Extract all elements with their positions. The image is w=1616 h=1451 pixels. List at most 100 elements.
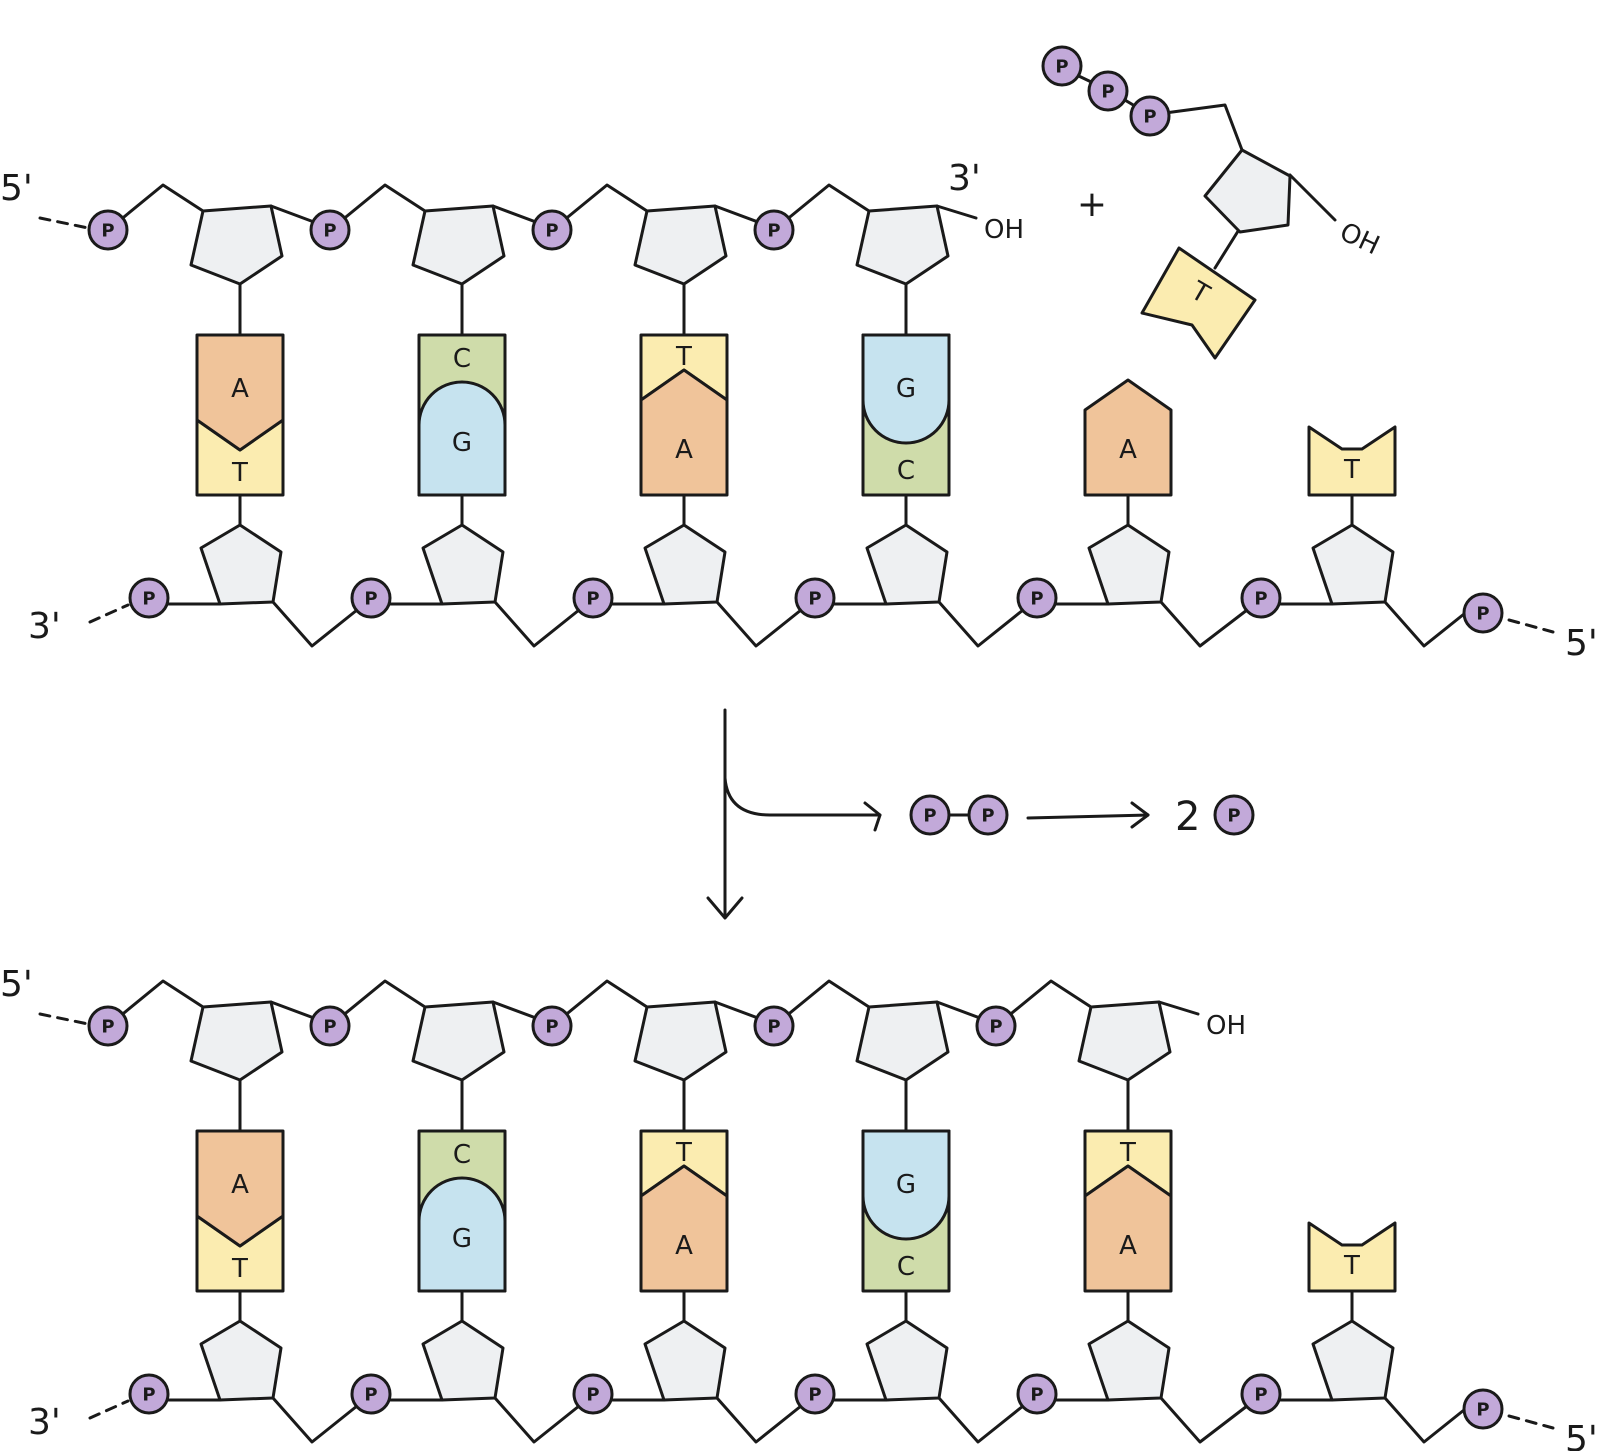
- base-letter-t: T: [675, 342, 692, 372]
- phosphate: [572, 1373, 614, 1415]
- phosphate: [309, 1005, 351, 1047]
- base-letter-c: C: [897, 1252, 915, 1282]
- triphosphate-phosphate: [1129, 95, 1171, 137]
- phosphodiester-link: [1383, 1396, 1471, 1444]
- thymine-base-unpaired: [1307, 425, 1397, 497]
- base-letter-a: A: [675, 1231, 693, 1261]
- deoxyribose-sugar: [865, 523, 949, 606]
- phosphate-label: P: [808, 589, 821, 610]
- byproduct-arrow: [723, 776, 882, 817]
- phosphate: [128, 577, 170, 619]
- deoxyribose-sugar: [189, 204, 284, 286]
- deoxyribose-sugar: [411, 204, 506, 286]
- base-letter-t: T: [1119, 1138, 1136, 1168]
- phosphate-label: P: [1476, 1400, 1489, 1421]
- phosphodiester-link: [1159, 1396, 1249, 1444]
- reaction-arrow-head: [706, 896, 744, 920]
- deoxyribose-sugar: [1087, 1319, 1171, 1402]
- phosphodiester-link: [772, 183, 871, 232]
- deoxyribose-sugar: [865, 1319, 949, 1402]
- free-phosphate: [1213, 794, 1255, 836]
- strand-end-dash: [88, 1399, 130, 1420]
- phosphate: [794, 1373, 836, 1415]
- phosphate-label: P: [323, 1017, 336, 1038]
- phosphodiester-link: [1383, 600, 1471, 648]
- glycosidic-bond: [1213, 226, 1242, 270]
- adenine-base: [195, 333, 285, 452]
- phosphate-label: P: [364, 589, 377, 610]
- base-letter-g: G: [452, 1224, 472, 1254]
- phosphate: [531, 1005, 573, 1047]
- strand-end-dash: [38, 216, 90, 230]
- deoxyribose-sugar: [643, 1319, 727, 1402]
- guanine-base: [417, 380, 507, 497]
- deoxyribose-sugar: [1311, 523, 1395, 606]
- phosphodiester-link: [328, 183, 427, 232]
- phosphate-label: P: [923, 806, 936, 827]
- adenine-base: [639, 368, 729, 497]
- incoming-deoxyribose-sugar: [1203, 148, 1292, 234]
- deoxyribose-sugar: [199, 523, 283, 606]
- phosphate: [350, 577, 392, 619]
- three-prime-label: 3': [948, 158, 981, 199]
- pyrophosphate-phosphate: [967, 794, 1009, 836]
- phosphate: [1462, 1388, 1504, 1430]
- strand-end-dash: [88, 603, 130, 624]
- phosphate-label: P: [364, 1385, 377, 1406]
- phosphate-label: P: [1254, 1385, 1267, 1406]
- five-prime-label: 5': [1565, 1419, 1598, 1451]
- base-letter-t: T: [231, 1254, 248, 1284]
- base-letter-c: C: [453, 344, 471, 374]
- deoxyribose-sugar: [421, 1319, 505, 1402]
- phosphodiester-link: [493, 600, 581, 648]
- phosphate-label: P: [323, 221, 336, 242]
- phosphate-label: P: [1030, 589, 1043, 610]
- base-letter-g: G: [896, 374, 916, 404]
- phosphate-label: P: [1476, 604, 1489, 625]
- phosphate-label: P: [142, 1385, 155, 1406]
- base-letter-a: A: [1119, 1231, 1137, 1261]
- phosphate: [87, 209, 129, 251]
- phosphodiester-link: [715, 600, 803, 648]
- phosphodiester-link: [550, 979, 649, 1028]
- phosphate-label: P: [989, 1017, 1002, 1038]
- base-letter-t: T: [231, 458, 248, 488]
- adenine-base: [195, 1129, 285, 1248]
- deoxyribose-sugar: [855, 1000, 950, 1082]
- incoming-thymine-base: [1140, 246, 1257, 360]
- hydroxyl-bond: [1157, 1000, 1200, 1016]
- deoxyribose-sugar: [1087, 523, 1171, 606]
- deoxyribose-sugar: [633, 1000, 728, 1082]
- phosphate-label: P: [545, 221, 558, 242]
- phosphate-label: P: [767, 1017, 780, 1038]
- phosphodiester-link: [937, 600, 1025, 648]
- base-letter-t: T: [1343, 1251, 1360, 1281]
- phosphate: [1462, 592, 1504, 634]
- deoxyribose-sugar: [633, 204, 728, 286]
- phosphate: [572, 577, 614, 619]
- deoxyribose-sugar: [411, 1000, 506, 1082]
- deoxyribose-sugar: [643, 523, 727, 606]
- base-letter-a: A: [675, 435, 693, 465]
- phosphate: [128, 1373, 170, 1415]
- base-letter-g: G: [452, 428, 472, 458]
- triphosphate-phosphate: [1041, 45, 1083, 87]
- phosphate: [309, 209, 351, 251]
- phosphodiester-link: [106, 979, 205, 1028]
- hydroxyl-bond: [1288, 173, 1337, 222]
- phosphate: [753, 1005, 795, 1047]
- byproduct-arrow-head: [863, 801, 882, 832]
- base-letter-t: T: [1343, 455, 1360, 485]
- deoxyribose-sugar: [1311, 1319, 1395, 1402]
- phosphate: [87, 1005, 129, 1047]
- phosphate-label: P: [586, 589, 599, 610]
- five-prime-label: 5': [0, 964, 33, 1005]
- hydroxyl-label: OH: [1206, 1011, 1246, 1041]
- pyrophosphate-phosphate: [909, 794, 951, 836]
- base-letter-c: C: [453, 1140, 471, 1170]
- phosphate-label: P: [767, 221, 780, 242]
- phosphate: [1240, 1373, 1282, 1415]
- phosphate: [753, 209, 795, 251]
- phosphate: [1240, 577, 1282, 619]
